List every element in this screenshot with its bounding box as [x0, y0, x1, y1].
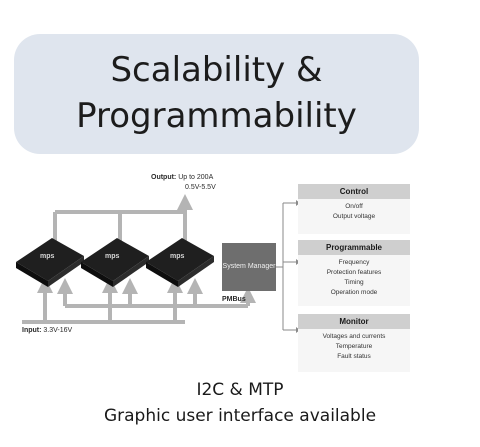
- footer-line-2: Graphic user interface available: [103, 406, 377, 426]
- input-label: Input: 3.3V-16V: [22, 326, 72, 335]
- list-item: Voltages and currents: [322, 333, 386, 340]
- output-label-value: Up to 200A: [178, 174, 214, 181]
- pmbus-bus: [57, 278, 256, 308]
- list-item: Operation mode: [330, 289, 378, 296]
- chip-logo-1: mps: [40, 253, 55, 260]
- panel-monitor-title: Monitor: [298, 314, 410, 329]
- panel-monitor: Monitor Voltages and currents Temperatur…: [298, 314, 410, 372]
- manager-links: [276, 202, 296, 331]
- input-label-key: Input:: [22, 327, 42, 334]
- list-item: Temperature: [335, 343, 373, 350]
- panel-programmable-title: Programmable: [298, 240, 410, 255]
- pmbus-label: PMBus: [222, 296, 246, 303]
- chip-logo-3: mps: [170, 253, 185, 260]
- input-bus: [22, 277, 185, 324]
- title-line-2: Programmability: [76, 96, 357, 136]
- panel-programmable: Programmable Frequency Protection featur…: [298, 240, 410, 306]
- output-label: Output: Up to 200A: [151, 173, 213, 182]
- list-item: Fault status: [337, 353, 371, 360]
- panel-control-title: Control: [298, 184, 410, 199]
- system-manager: System Manager: [222, 243, 276, 291]
- footer-line-1: I2C & MTP: [196, 380, 284, 400]
- title-banner: Scalability & Programmability: [14, 34, 419, 154]
- list-item: Output voltage: [332, 213, 376, 220]
- title-line-1: Scalability &: [110, 50, 323, 90]
- chip-logo-2: mps: [105, 253, 120, 260]
- list-item: Protection features: [326, 269, 382, 276]
- list-item: On/off: [345, 203, 363, 210]
- power-module-3: mps: [146, 238, 214, 287]
- output-range: 0.5V-5.5V: [185, 184, 216, 191]
- power-module-2: mps: [81, 238, 149, 287]
- list-item: Frequency: [338, 259, 370, 266]
- panel-control: Control On/off Output voltage: [298, 184, 410, 234]
- input-label-value: 3.3V-16V: [43, 327, 73, 334]
- output-label-key: Output:: [151, 174, 177, 181]
- list-item: Timing: [344, 279, 364, 286]
- power-module-1: mps: [16, 238, 84, 287]
- output-bus: [53, 194, 193, 245]
